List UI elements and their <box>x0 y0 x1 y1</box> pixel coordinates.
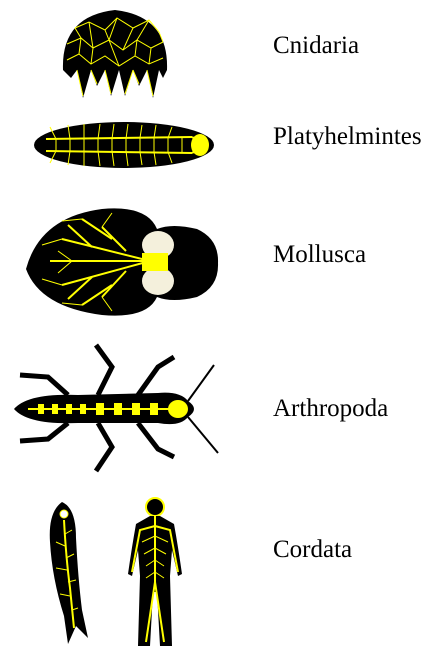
phylum-label-cnidaria: Cnidaria <box>273 32 359 60</box>
insect-nervous-system-icon <box>8 337 230 479</box>
phylum-row-cordata: Cordata <box>0 490 443 652</box>
phylum-row-mollusca: Mollusca <box>0 185 443 335</box>
jellyfish-nerve-net-icon <box>55 8 175 100</box>
phylum-row-platyhelmintes: Platyhelmintes <box>0 105 443 185</box>
phylum-row-cnidaria: Cnidaria <box>0 0 443 105</box>
fish-nervous-system-icon <box>42 498 90 648</box>
human-nervous-system-icon <box>122 496 188 652</box>
phylum-label-platyhelmintes: Platyhelmintes <box>273 123 422 151</box>
phylum-label-mollusca: Mollusca <box>273 241 366 269</box>
phylum-label-cordata: Cordata <box>273 536 352 564</box>
flatworm-nervous-system-icon <box>32 115 217 173</box>
mollusc-nervous-system-icon <box>22 199 222 324</box>
phylum-row-arthropoda: Arthropoda <box>0 335 443 485</box>
phylum-label-arthropoda: Arthropoda <box>273 395 388 423</box>
